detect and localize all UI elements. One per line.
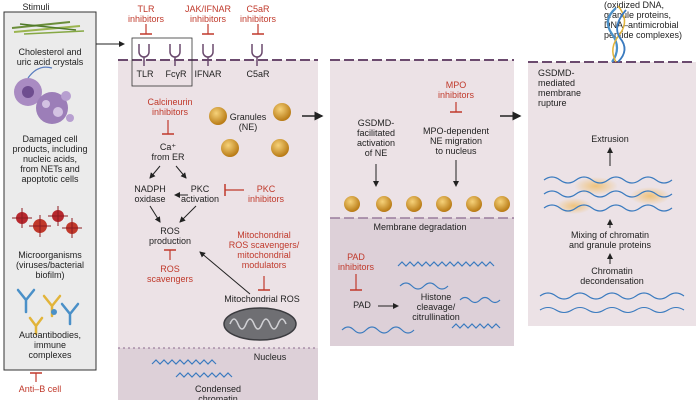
extruded-net-strands (606, 5, 627, 63)
chromatin-fragments (341, 261, 501, 334)
condensed-chromatin-icon (151, 359, 233, 378)
antibody-icon (16, 288, 80, 336)
damaged-cell-icon (14, 66, 74, 124)
svg-text:IFNAR: IFNAR (195, 69, 223, 79)
stimuli-header: Stimuli (22, 2, 49, 12)
receptor-ifnar: IFNAR (195, 44, 223, 79)
panel-net-release: (oxidized DNA,granule proteins,DNA–antim… (528, 0, 696, 326)
mitochondrion-icon (223, 307, 297, 341)
mitochondrial-ros-label: Mitochondrial ROS (224, 294, 300, 304)
ne-granules-row (344, 196, 510, 212)
receptor-c5ar: C5aR (246, 44, 270, 79)
receptor-fcgr: FcγR (166, 44, 187, 79)
svg-text:FcγR: FcγR (166, 69, 187, 79)
decondensed-chromatin-icon (539, 292, 685, 314)
microorganism-icon (12, 206, 82, 238)
granules-label: Granules(NE) (230, 112, 267, 132)
membrane-degradation-label: Membrane degradation (373, 222, 466, 232)
svg-text:TLR: TLR (136, 69, 154, 79)
nucleus-label: Nucleus (254, 352, 287, 362)
crystals-icon (11, 21, 85, 35)
receptor-tlr: TLR (136, 44, 154, 79)
extrusion-label: Extrusion (591, 134, 629, 144)
net-composition-label: (oxidized DNA,granule proteins,DNA–antim… (604, 0, 682, 40)
svg-text:C5aR: C5aR (246, 69, 270, 79)
mixed-chromatin-icon (543, 176, 673, 214)
anti-b-cell-label: Anti–B cell (19, 384, 62, 394)
pad-label: PAD (353, 300, 371, 310)
granules-icon (209, 103, 291, 157)
calcium-label: Ca⁺from ER (151, 142, 185, 162)
